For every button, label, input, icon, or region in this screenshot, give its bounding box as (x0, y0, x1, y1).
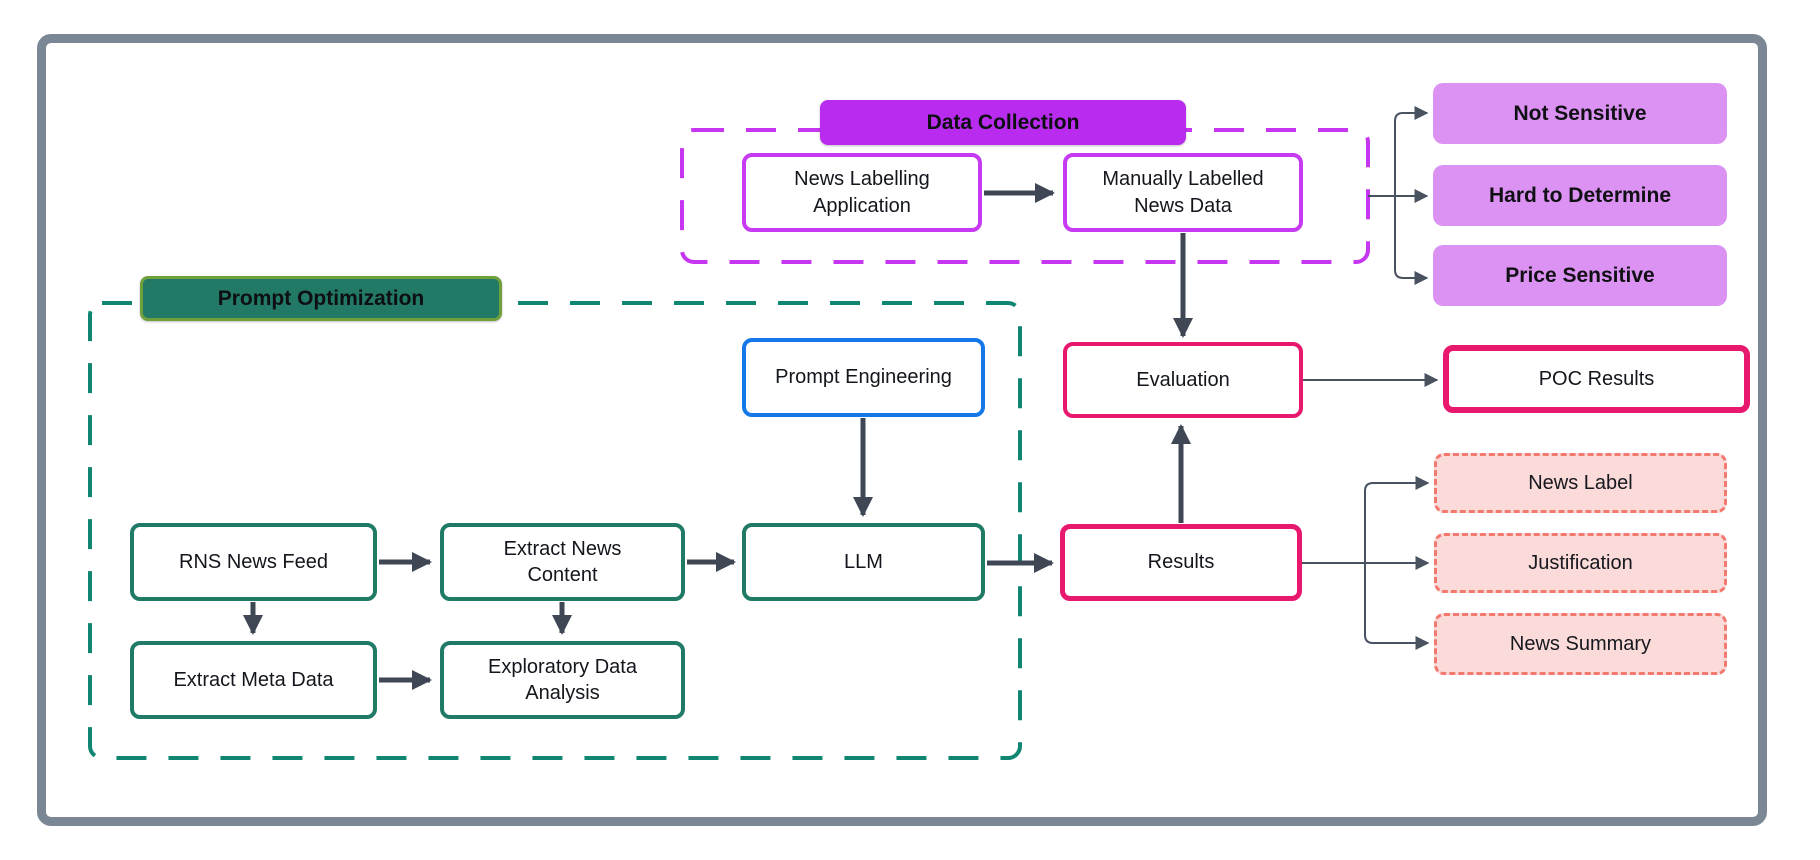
node-hard-to-determine: Hard to Determine (1433, 165, 1727, 226)
prompt-optimization-group-border (88, 301, 1022, 760)
node-llm: LLM (742, 523, 985, 601)
node-results: Results (1060, 524, 1302, 601)
prompt-optimization-group-title: Prompt Optimization (140, 276, 502, 321)
node-extract-news-content: Extract News Content (440, 523, 685, 601)
node-exploratory-data-analysis: Exploratory Data Analysis (440, 641, 685, 719)
node-news-label: News Label (1434, 453, 1727, 513)
node-poc-results: POC Results (1443, 345, 1750, 413)
data-collection-group-title: Data Collection (820, 100, 1186, 145)
branch-results-to-newssummary (1364, 563, 1430, 650)
branch-results-to-newslabel (1364, 476, 1430, 563)
node-extract-meta-data: Extract Meta Data (130, 641, 377, 719)
node-evaluation: Evaluation (1063, 342, 1303, 418)
node-justification: Justification (1434, 533, 1727, 593)
branch-manuallylabelled-to-pricesensitive (1394, 196, 1429, 285)
branch-manuallylabelled-to-notsensitive (1394, 106, 1429, 196)
node-manually-labelled-news-data: Manually Labelled News Data (1063, 153, 1303, 232)
node-prompt-engineering: Prompt Engineering (742, 338, 985, 417)
outer-frame-border (37, 34, 1767, 826)
node-not-sensitive: Not Sensitive (1433, 83, 1727, 144)
node-news-labelling-application: News Labelling Application (742, 153, 982, 232)
node-rns-news-feed: RNS News Feed (130, 523, 377, 601)
node-price-sensitive: Price Sensitive (1433, 245, 1727, 306)
node-news-summary: News Summary (1434, 613, 1727, 675)
